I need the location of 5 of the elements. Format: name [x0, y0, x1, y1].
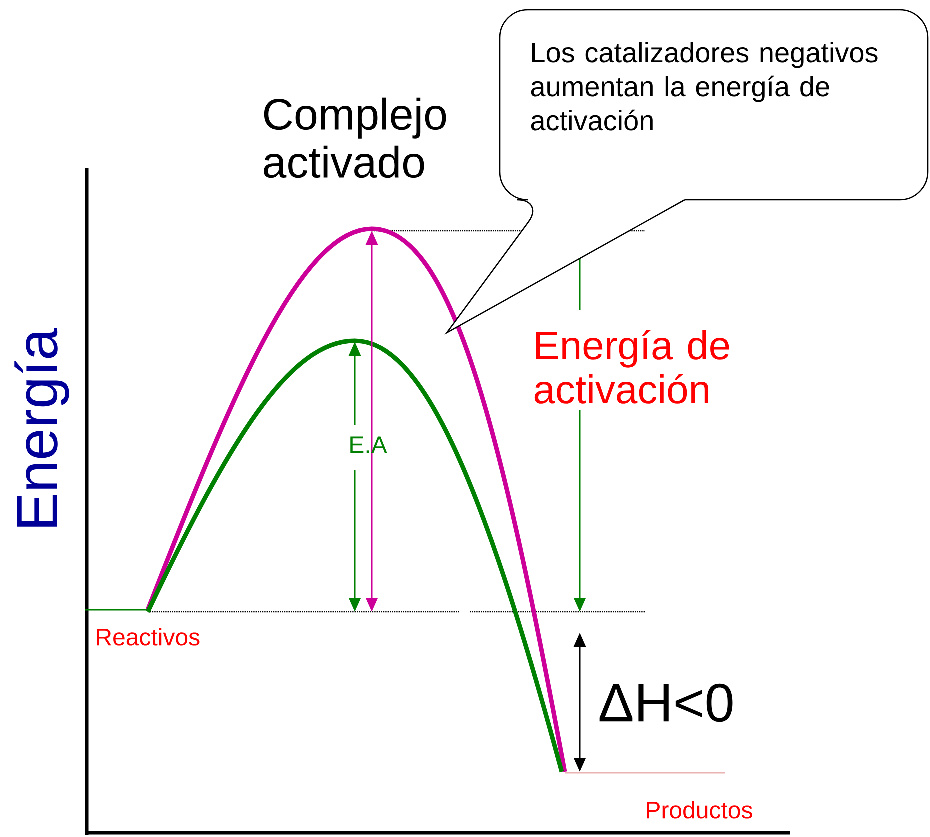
- label: Energía: [14, 328, 70, 527]
- label: ΔH<0: [600, 684, 733, 722]
- node-label: Los catalizadores negativos aumentan la energía de activación: [531, 42, 878, 131]
- label: Productos: [647, 801, 752, 819]
- label: Reactivos: [97, 628, 200, 646]
